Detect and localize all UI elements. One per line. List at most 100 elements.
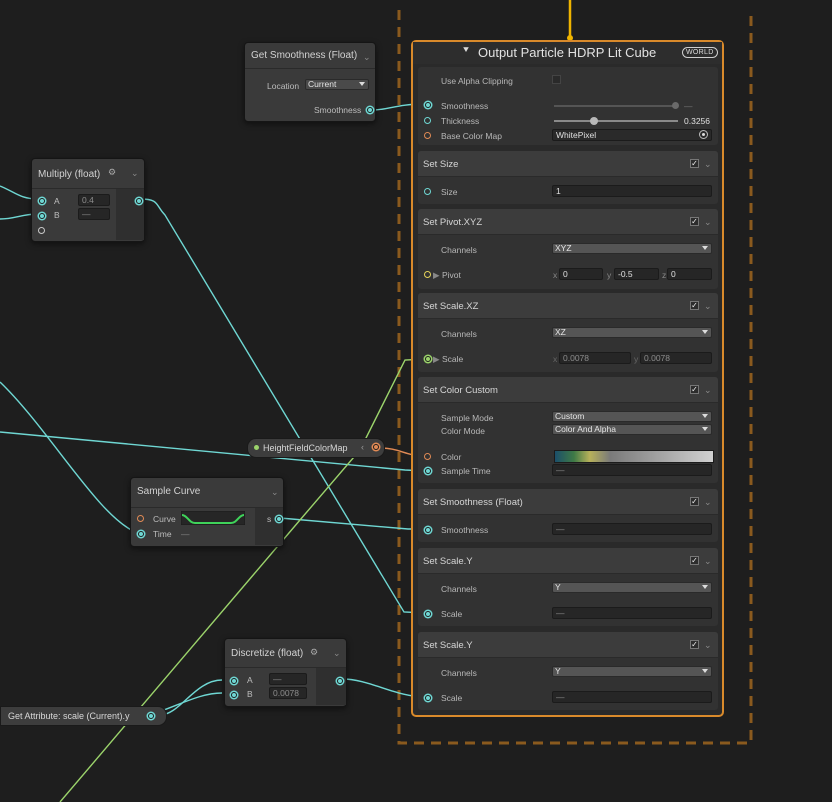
- color-port[interactable]: [424, 453, 431, 460]
- smoothness-field[interactable]: —: [552, 523, 712, 535]
- color-mode-dropdown[interactable]: Color And Alpha: [552, 424, 712, 435]
- thickness-port[interactable]: [424, 117, 431, 124]
- enable-checkbox[interactable]: ✓: [690, 217, 699, 226]
- pivot-z-field[interactable]: 0: [667, 268, 712, 280]
- a-field[interactable]: —: [269, 673, 307, 685]
- b-field[interactable]: 0.0078: [269, 687, 307, 699]
- scale-port[interactable]: [425, 611, 431, 617]
- thickness-value[interactable]: 0.3256: [684, 116, 710, 126]
- collapse-chevron-icon[interactable]: ⌄: [333, 648, 341, 658]
- collapse-chevron-icon[interactable]: ⌄: [704, 497, 712, 507]
- set-size-block[interactable]: Set Size ✓ ⌄ Size 1: [418, 151, 718, 204]
- collapse-chevron-icon[interactable]: ⌄: [363, 52, 371, 62]
- object-picker-icon[interactable]: [699, 130, 708, 139]
- curve-port[interactable]: [137, 515, 144, 522]
- sample-mode-dropdown[interactable]: Custom: [552, 411, 712, 422]
- collapse-chevron-icon[interactable]: ⌄: [704, 556, 712, 566]
- collapse-chevron-icon[interactable]: ⌄: [131, 168, 139, 178]
- sample-time-port[interactable]: [425, 468, 431, 474]
- enable-checkbox[interactable]: ✓: [690, 385, 699, 394]
- size-port[interactable]: [424, 188, 431, 195]
- channels-dropdown[interactable]: Y: [552, 582, 712, 593]
- pivot-port[interactable]: [424, 271, 431, 278]
- multiply-output-port[interactable]: [136, 198, 142, 204]
- set-color-block[interactable]: Set Color Custom ✓ ⌄ Sample Mode Custom …: [418, 377, 718, 483]
- collapse-chevron-icon[interactable]: ⌄: [704, 640, 712, 650]
- get-smoothness-node[interactable]: Get Smoothness (Float) ⌄ Location Curren…: [244, 42, 376, 122]
- get-attribute-output-port[interactable]: [148, 713, 154, 719]
- pivot-x-field[interactable]: 0: [559, 268, 603, 280]
- property-label: HeightFieldColorMap: [263, 443, 348, 453]
- set-scale-y-block[interactable]: Set Scale.Y ✓ ⌄ Channels Y Scale —: [418, 548, 718, 626]
- sample-curve-node[interactable]: Sample Curve ⌄ Curve Time — s: [130, 477, 284, 547]
- discretize-b-port[interactable]: [231, 692, 237, 698]
- expand-arrow-icon[interactable]: ▶: [433, 270, 440, 280]
- channels-dropdown[interactable]: XYZ: [552, 243, 712, 254]
- heightfield-property-node[interactable]: HeightFieldColorMap ‹: [247, 438, 385, 458]
- location-dropdown[interactable]: Current: [305, 79, 369, 90]
- multiply-node[interactable]: Multiply (float) ⚙ ⌄ A 0.4 B —: [31, 158, 145, 242]
- multiply-b-port[interactable]: [39, 213, 45, 219]
- s-output-port[interactable]: [276, 516, 282, 522]
- collapse-chevron-icon[interactable]: ⌄: [704, 301, 712, 311]
- channels-label: Channels: [441, 668, 477, 678]
- discretize-output-port[interactable]: [337, 678, 343, 684]
- base-color-map-field[interactable]: WhitePixel: [552, 129, 712, 141]
- b-field[interactable]: —: [78, 208, 110, 220]
- sample-time-field[interactable]: —: [552, 464, 712, 476]
- enable-checkbox[interactable]: ✓: [690, 556, 699, 565]
- channels-dropdown[interactable]: XZ: [552, 327, 712, 338]
- chevron-left-icon[interactable]: ‹: [361, 442, 364, 452]
- set-scale-y-block[interactable]: Set Scale.Y ✓ ⌄ Channels Y Scale —: [418, 632, 718, 710]
- world-space-badge[interactable]: WORLD: [682, 47, 718, 58]
- get-attribute-node[interactable]: Get Attribute: scale (Current).y: [0, 706, 167, 726]
- color-gradient-field[interactable]: [554, 450, 714, 463]
- pivot-y-field[interactable]: -0.5: [614, 268, 659, 280]
- smoothness-output-port[interactable]: [367, 107, 373, 113]
- smoothness-port[interactable]: [425, 527, 431, 533]
- smoothness-slider-track[interactable]: [554, 105, 678, 107]
- smoothness-slider-thumb[interactable]: [672, 102, 679, 109]
- enable-checkbox[interactable]: ✓: [690, 159, 699, 168]
- base-color-map-port[interactable]: [424, 132, 431, 139]
- smoothness-value[interactable]: —: [684, 101, 693, 111]
- enable-checkbox[interactable]: ✓: [690, 640, 699, 649]
- time-port[interactable]: [138, 531, 144, 537]
- scale-y-field[interactable]: 0.0078: [640, 352, 712, 364]
- smoothness-label: Smoothness: [441, 101, 489, 111]
- collapse-chevron-icon[interactable]: ⌄: [704, 385, 712, 395]
- discretize-a-port[interactable]: [231, 678, 237, 684]
- multiply-extra-port[interactable]: [38, 227, 45, 234]
- scale-port[interactable]: [425, 356, 431, 362]
- channels-dropdown[interactable]: Y: [552, 666, 712, 677]
- a-field[interactable]: 0.4: [78, 194, 110, 206]
- collapse-chevron-icon[interactable]: ⌄: [271, 487, 279, 497]
- output-settings: Use Alpha Clipping Smoothness — Thicknes…: [418, 67, 718, 145]
- property-output-port[interactable]: [373, 444, 379, 450]
- scale-x-field[interactable]: 0.0078: [559, 352, 631, 364]
- sample-time-label: Sample Time: [441, 466, 491, 476]
- scale-field[interactable]: —: [552, 691, 712, 703]
- scale-field[interactable]: —: [552, 607, 712, 619]
- thickness-slider-track[interactable]: [554, 120, 678, 122]
- curve-preview[interactable]: [181, 511, 245, 525]
- expand-arrow-icon[interactable]: ▶: [433, 354, 440, 364]
- set-pivot-block[interactable]: Set Pivot.XYZ ✓ ⌄ Channels XYZ ▶ Pivot x…: [418, 209, 718, 289]
- collapse-chevron-icon[interactable]: ⌄: [704, 217, 712, 227]
- multiply-a-port[interactable]: [39, 198, 45, 204]
- time-value[interactable]: —: [181, 529, 190, 539]
- size-field[interactable]: 1: [552, 185, 712, 197]
- discretize-node[interactable]: Discretize (float) ⚙ ⌄ A — B 0.0078: [224, 638, 347, 707]
- gear-icon[interactable]: ⚙: [310, 647, 319, 657]
- collapse-chevron-icon[interactable]: ⌄: [704, 159, 712, 169]
- enable-checkbox[interactable]: ✓: [690, 301, 699, 310]
- set-scale-xz-block[interactable]: Set Scale.XZ ✓ ⌄ Channels XZ ▶ Scale x 0…: [418, 293, 718, 372]
- gear-icon[interactable]: ⚙: [108, 167, 117, 177]
- set-smoothness-block[interactable]: Set Smoothness (Float) ✓ ⌄ Smoothness —: [418, 489, 718, 542]
- scale-port[interactable]: [425, 695, 431, 701]
- enable-checkbox[interactable]: ✓: [690, 497, 699, 506]
- use-alpha-clipping-checkbox[interactable]: [552, 75, 561, 84]
- thickness-slider-thumb[interactable]: [590, 117, 599, 125]
- node-title: Sample Curve: [137, 486, 201, 497]
- smoothness-port[interactable]: [425, 102, 431, 108]
